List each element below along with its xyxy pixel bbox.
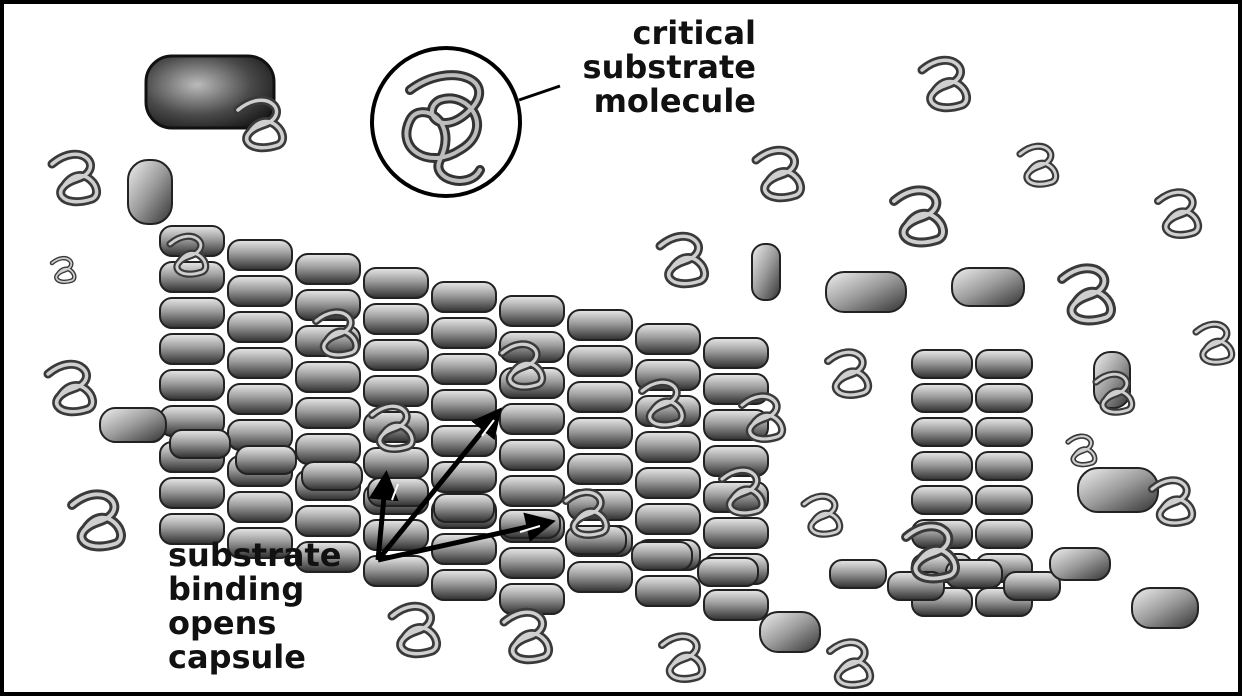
- substrate-binding-label: substrate binding opens capsule: [168, 538, 341, 674]
- capsule-segment: [568, 310, 632, 340]
- capsule-segment: [228, 276, 292, 306]
- capsule-segment: [830, 560, 886, 588]
- loose-segment: [100, 408, 166, 442]
- capsule-segment: [976, 418, 1032, 446]
- label-line: molecule: [540, 84, 756, 118]
- capsule-segment: [568, 418, 632, 448]
- critical-substrate-label: critical substrate molecule: [540, 16, 756, 118]
- capsule-segment: [912, 452, 972, 480]
- capsule-segment: [500, 548, 564, 578]
- capsule-segment: [296, 506, 360, 536]
- capsule-segment: [432, 318, 496, 348]
- capsule-segment: [976, 384, 1032, 412]
- capsule-segment: [636, 504, 700, 534]
- capsule-segment: [698, 558, 758, 586]
- capsule-segment: [704, 518, 768, 548]
- loose-segment: [826, 272, 906, 312]
- capsule-segment: [364, 268, 428, 298]
- capsule-segment: [432, 462, 496, 492]
- capsule-segment: [434, 494, 494, 522]
- capsule-segment: [160, 298, 224, 328]
- capsule-segment: [160, 370, 224, 400]
- capsule-segment: [636, 432, 700, 462]
- capsule-segment: [912, 350, 972, 378]
- capsule-segment: [228, 348, 292, 378]
- capsule-segment: [228, 312, 292, 342]
- capsule-segment: [636, 576, 700, 606]
- capsule-segment: [500, 296, 564, 326]
- capsule-segment: [364, 556, 428, 586]
- capsule-segment: [568, 382, 632, 412]
- capsule-segment: [296, 362, 360, 392]
- loose-segment: [1078, 468, 1158, 512]
- capsule-segment: [296, 398, 360, 428]
- capsule-segment: [500, 476, 564, 506]
- label-line: critical: [540, 16, 756, 50]
- capsule-segment: [160, 334, 224, 364]
- capsule-segment: [432, 282, 496, 312]
- capsule-segment: [632, 542, 692, 570]
- capsule-segment: [296, 254, 360, 284]
- label-line: substrate: [540, 50, 756, 84]
- capsule-segment: [568, 454, 632, 484]
- loose-segment: [128, 160, 172, 224]
- loose-segment: [952, 268, 1024, 306]
- label-line: opens: [168, 606, 341, 640]
- label-line: binding: [168, 572, 341, 606]
- capsule-segment: [704, 338, 768, 368]
- capsule-segment: [568, 562, 632, 592]
- capsule-segment: [364, 376, 428, 406]
- capsule-segment: [568, 346, 632, 376]
- capsule-segment: [976, 520, 1032, 548]
- capsule-segment: [912, 384, 972, 412]
- capsule-segment: [170, 430, 230, 458]
- loose-segment: [752, 244, 780, 300]
- dark-block: [146, 56, 274, 128]
- capsule-segment: [976, 486, 1032, 514]
- loose-segment: [1050, 548, 1110, 580]
- label-line: capsule: [168, 640, 341, 674]
- label-line: substrate: [168, 538, 341, 572]
- capsule-segment: [976, 452, 1032, 480]
- capsule-segment: [228, 492, 292, 522]
- capsule-segment: [432, 570, 496, 600]
- capsule-segment: [432, 354, 496, 384]
- capsule-segment: [302, 462, 362, 490]
- capsule-segment: [912, 418, 972, 446]
- capsule-segment: [976, 350, 1032, 378]
- capsule-segment: [432, 390, 496, 420]
- capsule-segment: [160, 478, 224, 508]
- capsule-segment: [636, 468, 700, 498]
- loose-segment: [760, 612, 820, 652]
- capsule-segment: [228, 240, 292, 270]
- loose-segment: [1132, 588, 1198, 628]
- capsule-segment: [704, 590, 768, 620]
- capsule-segment: [636, 324, 700, 354]
- capsule-segment: [228, 384, 292, 414]
- capsule-segment: [912, 486, 972, 514]
- capsule-segment: [236, 446, 296, 474]
- capsule-segment: [296, 434, 360, 464]
- capsule-segment: [364, 340, 428, 370]
- capsule-segment: [364, 304, 428, 334]
- capsule-segment: [500, 404, 564, 434]
- capsule-segment: [1004, 572, 1060, 600]
- capsule-segment: [500, 440, 564, 470]
- capsule-segment: [368, 478, 428, 506]
